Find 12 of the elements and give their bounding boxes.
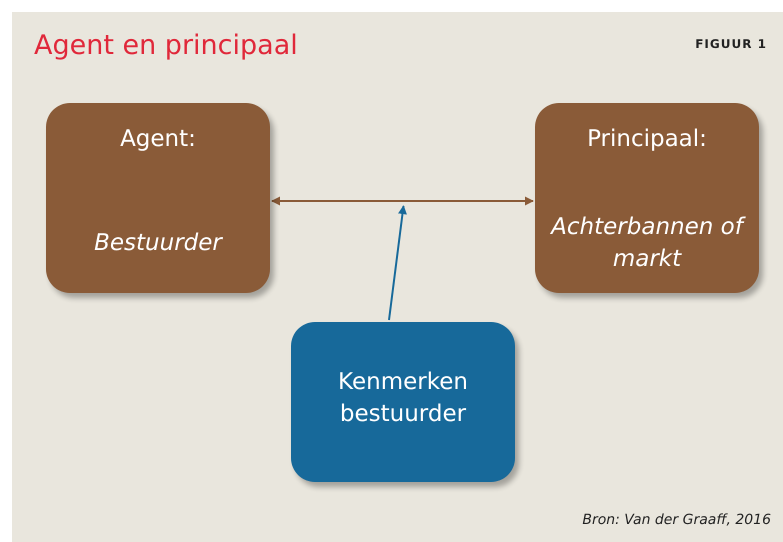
process-box: [535, 103, 759, 293]
node-heading: Agent:: [120, 125, 196, 154]
node-text: Bestuurder: [94, 229, 222, 258]
arrow: [271, 196, 534, 206]
process-box: [46, 103, 270, 293]
source-note: Bron: Van der Graaff, 2016: [582, 512, 771, 528]
diagram-title: Agent en principaal: [34, 30, 298, 61]
arrow: [388, 205, 407, 320]
process-box: [291, 322, 515, 482]
node-heading: Principaal:: [587, 125, 707, 154]
node-heading: Kenmerken bestuurder: [337, 368, 469, 429]
figure-number: FIGUUR 1: [695, 37, 767, 51]
